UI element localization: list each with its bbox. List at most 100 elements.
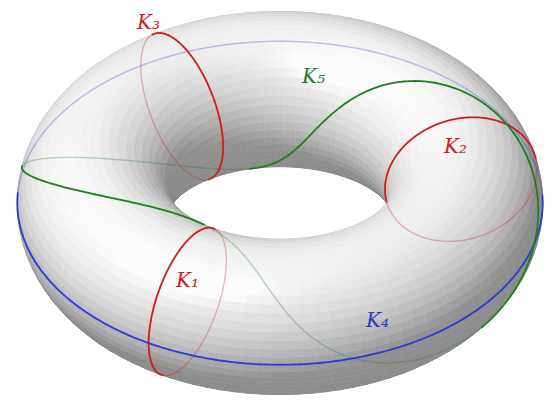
torus-patch — [289, 113, 296, 122]
torus-patch — [293, 45, 303, 53]
torus-patch — [468, 129, 478, 136]
torus-patch — [277, 113, 283, 121]
torus-patch — [276, 69, 284, 78]
torus-patch — [295, 122, 301, 131]
torus-patch — [276, 60, 284, 69]
torus-patch — [257, 105, 264, 114]
torus-patch — [264, 144, 270, 150]
torus-patch — [259, 138, 265, 145]
torus-patch — [90, 135, 99, 142]
torus-patch — [308, 115, 315, 124]
torus-patch — [290, 87, 298, 97]
torus-patch — [270, 150, 276, 155]
torus-patch — [91, 148, 101, 155]
torus-patch — [277, 150, 283, 155]
torus-patch — [271, 130, 277, 138]
torus-patch — [302, 106, 309, 116]
torus-patch — [258, 122, 264, 131]
torus-patch — [283, 159, 290, 163]
torus-patch — [283, 144, 289, 150]
torus-patch — [296, 114, 303, 123]
torus-patch — [257, 45, 267, 53]
torus-patch — [284, 77, 292, 86]
torus-patch — [283, 104, 290, 113]
torus-patch — [290, 105, 297, 114]
torus-patch — [264, 122, 270, 130]
torus-patch — [277, 130, 283, 137]
torus-patch — [254, 31, 265, 38]
torus-patch — [262, 87, 270, 97]
torus-patch — [289, 122, 295, 130]
torus-patch — [100, 136, 109, 143]
torus-patch — [267, 60, 276, 69]
torus-patch — [252, 114, 259, 123]
torus-patch — [283, 130, 289, 138]
torus-patch — [274, 14, 286, 17]
torus-patch — [265, 130, 271, 138]
torus-patch — [264, 25, 275, 31]
torus-patch — [285, 21, 297, 26]
torus-patch — [253, 138, 259, 146]
torus-patch — [260, 69, 268, 78]
torus-patch — [301, 123, 307, 132]
torus-patch — [284, 60, 293, 69]
torus-patch — [251, 106, 258, 116]
torus-patch — [292, 60, 301, 69]
torus-patch — [285, 25, 296, 31]
torus-patch — [268, 166, 276, 168]
torus-patch — [247, 132, 253, 140]
torus-patch — [269, 77, 277, 86]
torus-patch — [263, 96, 270, 105]
torus-patch — [271, 122, 277, 130]
torus-patch — [271, 144, 277, 150]
torus-patch — [283, 137, 289, 144]
torus-patch — [270, 113, 276, 122]
torus-patch — [291, 78, 299, 87]
torus-patch — [246, 124, 252, 133]
torus-patch — [277, 144, 283, 150]
torus-patch — [256, 96, 263, 106]
torus-patch — [283, 95, 290, 104]
torus-patch — [264, 113, 271, 122]
torus-patch — [258, 144, 264, 151]
torus-patch — [284, 44, 294, 52]
torus-patch — [269, 86, 276, 95]
torus-patch — [258, 52, 267, 61]
torus-patch — [284, 166, 292, 168]
torus-patch — [290, 155, 297, 160]
torus-patch — [264, 105, 271, 114]
torus-patch — [270, 155, 277, 160]
torus-patch — [264, 150, 271, 156]
torus-patch — [296, 96, 303, 106]
torus-patch — [283, 122, 289, 130]
torus-patch — [289, 130, 295, 138]
torus-patch — [276, 166, 284, 167]
torus-patch — [266, 44, 276, 52]
torus-patch — [276, 77, 284, 86]
torus-patch — [91, 129, 101, 136]
torus-patch — [284, 52, 293, 60]
torus-patch — [302, 114, 309, 123]
torus-patch — [275, 44, 284, 52]
torus-patch — [267, 52, 276, 60]
torus-patch — [264, 155, 271, 160]
torus-patch — [469, 135, 478, 142]
torus-patch — [277, 104, 284, 113]
torus-patch — [82, 135, 91, 142]
torus-patch — [293, 52, 302, 61]
torus-patch — [258, 114, 265, 123]
torus-patch — [289, 137, 295, 144]
torus-patch — [274, 21, 285, 26]
torus-patch — [291, 69, 299, 78]
torus-patch — [268, 69, 276, 78]
torus-patch — [270, 95, 277, 104]
torus-patch — [276, 86, 283, 95]
torus-patch — [259, 130, 265, 138]
torus-patch — [270, 104, 277, 113]
torus-patch — [253, 26, 265, 32]
torus-patch — [295, 130, 301, 138]
torus-patch — [274, 17, 286, 21]
torus-patch — [459, 129, 469, 136]
torus-patch — [245, 115, 252, 124]
